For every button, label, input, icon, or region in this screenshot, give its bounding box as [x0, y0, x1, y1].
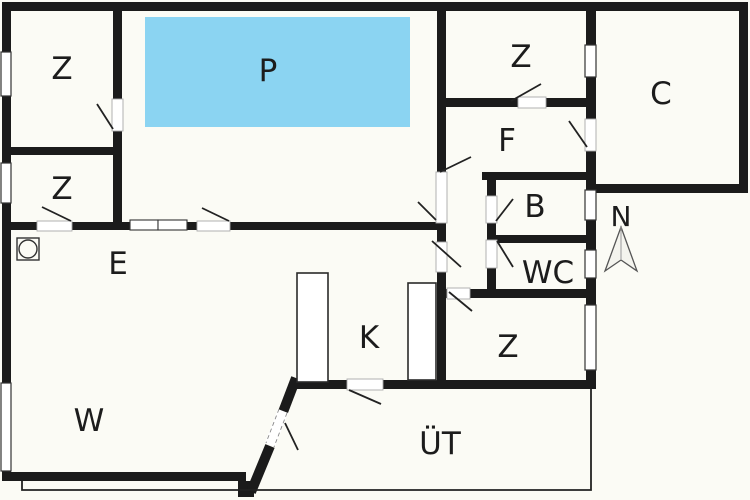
room-label-bedroom-lower-right: Z [497, 329, 518, 365]
door-swing [448, 291, 473, 312]
kitchen-counters [296, 272, 437, 383]
pool-area [145, 17, 410, 127]
door-opening [485, 239, 498, 269]
door-opening [196, 220, 231, 232]
room-label-dining-area: E [108, 246, 128, 282]
window [0, 162, 12, 204]
room-labels: Z Z P Z C F B WC Z E K W ÜT N [51, 39, 671, 462]
door-swing [96, 103, 114, 130]
door-swing [41, 206, 72, 222]
door-openings [36, 96, 597, 391]
north-arrow-icon [603, 225, 639, 273]
sliding-door-pane [129, 219, 159, 231]
window [584, 44, 597, 78]
sliding-door [129, 219, 188, 231]
room-label-living-room: W [74, 403, 105, 439]
windows [0, 44, 597, 472]
window [584, 189, 597, 221]
door-opening [435, 241, 448, 273]
door-swing [496, 240, 514, 268]
compass-north-label: N [611, 200, 632, 233]
sliding-door-pane [157, 219, 188, 231]
door-opening [435, 171, 448, 224]
room-label-entrance-hall: F [498, 123, 516, 159]
diagonal-wall [246, 376, 301, 494]
entry-door-opening [584, 118, 597, 152]
door-swing [510, 83, 542, 102]
window [584, 249, 597, 279]
kitchen-counter [407, 282, 437, 381]
door-swing [284, 422, 299, 451]
door-swing [431, 240, 462, 268]
room-label-carport: C [650, 76, 672, 112]
kitchen-counter [296, 272, 329, 383]
room-label-wc: WC [522, 255, 574, 291]
entry-door-swing [568, 120, 588, 148]
room-label-kitchen: K [359, 320, 380, 356]
room-label-bedroom-upper-left: Z [51, 51, 72, 87]
door-opening [346, 378, 384, 391]
diagonal-door-opening [264, 408, 289, 448]
door-swings [41, 83, 588, 451]
room-label-bathroom: B [524, 189, 545, 225]
room-label-covered-terrace: ÜT [419, 425, 462, 462]
door-opening [517, 96, 547, 109]
door-opening [485, 195, 498, 224]
door-swing [495, 198, 514, 222]
door-opening [111, 98, 124, 132]
door-swing [417, 201, 437, 221]
room-label-pool-hall: P [259, 53, 278, 89]
window [0, 382, 12, 472]
door-opening [36, 220, 73, 232]
window [0, 51, 12, 97]
door-swing [439, 156, 472, 173]
room-label-bedroom-lower-left: Z [51, 171, 72, 207]
terrace-outline [21, 389, 592, 491]
door-swing [348, 389, 382, 405]
room-label-bedroom-upper-right: Z [510, 39, 531, 75]
window [584, 304, 597, 371]
door-swing [201, 207, 230, 222]
stove-icon [16, 237, 40, 261]
